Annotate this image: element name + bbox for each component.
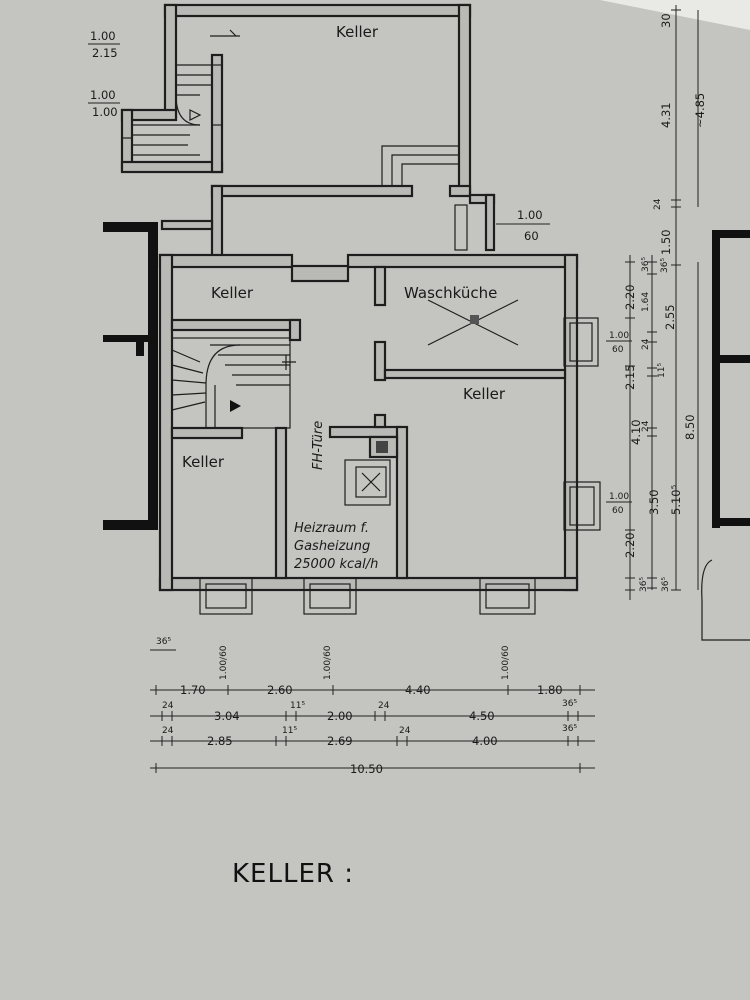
bottom-window-mark-2: 1.00/60 — [323, 645, 333, 680]
window-mark-top-left-b: 1.00 1.00 — [88, 88, 120, 119]
svg-text:36⁵: 36⁵ — [661, 577, 671, 592]
svg-text:24: 24 — [378, 701, 390, 711]
svg-text:3.50: 3.50 — [647, 489, 661, 515]
bottom-window-mark-3: 1.00/60 — [501, 645, 511, 680]
svg-text:36⁵: 36⁵ — [562, 724, 577, 734]
svg-text:4.40: 4.40 — [405, 683, 431, 697]
svg-text:2.55: 2.55 — [663, 304, 677, 330]
svg-text:2.15: 2.15 — [92, 46, 118, 60]
svg-text:8.50: 8.50 — [683, 414, 697, 440]
room-label-keller-right: Keller — [463, 385, 506, 403]
window-mark-right-upper: 1.00 60 — [606, 331, 632, 355]
room-label-heizraum-1: Heizraum f. — [294, 521, 369, 536]
door-label-fh-tuere: FH-Türe — [311, 421, 326, 470]
svg-text:24: 24 — [399, 726, 411, 736]
svg-text:36⁵: 36⁵ — [660, 258, 670, 273]
right-dim-outer: 30 4.31 ~4.85 24 1.50 8.50 — [653, 5, 707, 591]
floor-drain-symbol — [427, 299, 519, 346]
right-dim-inner: 2.20 36⁵ 2.15 2.20 36⁵ — [623, 255, 651, 600]
room-label-keller-left-lower: Keller — [182, 453, 225, 471]
svg-text:36⁵: 36⁵ — [156, 637, 171, 647]
svg-text:11⁵: 11⁵ — [282, 726, 297, 736]
svg-text:5.10⁵: 5.10⁵ — [669, 484, 683, 515]
svg-text:10.50: 10.50 — [350, 762, 383, 776]
svg-text:60: 60 — [612, 345, 624, 355]
svg-text:2.00: 2.00 — [327, 709, 353, 723]
paper-corner — [600, 0, 750, 30]
svg-text:60: 60 — [524, 229, 539, 243]
svg-text:1.00: 1.00 — [609, 492, 629, 502]
svg-text:1.00: 1.00 — [517, 208, 543, 222]
svg-text:36⁵: 36⁵ — [639, 577, 649, 592]
svg-text:36⁵: 36⁵ — [562, 699, 577, 709]
neighbour-building-right — [701, 230, 750, 641]
svg-text:1.00: 1.00 — [90, 29, 116, 43]
svg-text:36⁵: 36⁵ — [641, 257, 651, 272]
svg-text:24: 24 — [641, 420, 651, 432]
svg-text:2.15: 2.15 — [623, 364, 637, 390]
svg-text:30: 30 — [659, 13, 673, 28]
svg-text:2.69: 2.69 — [327, 734, 353, 748]
neighbour-building-left — [103, 222, 158, 530]
bottom-window-mark-1: 1.00/60 — [219, 645, 229, 680]
svg-text:~4.85: ~4.85 — [693, 93, 707, 128]
svg-text:4.50: 4.50 — [469, 709, 495, 723]
svg-text:60: 60 — [612, 506, 624, 516]
room-label-waschkueche: Waschküche — [404, 284, 497, 302]
window-mark-top-left-a: 1.00 2.15 — [88, 29, 120, 60]
svg-text:1.00: 1.00 — [92, 105, 118, 119]
svg-text:2.60: 2.60 — [267, 683, 293, 697]
window-mark-right-lower: 1.00 60 — [606, 492, 632, 516]
upper-annex-walls — [120, 3, 496, 268]
svg-text:1.00: 1.00 — [90, 88, 116, 102]
window-mark-mid: 1.00 60 — [496, 208, 550, 243]
light-wells — [199, 317, 601, 615]
svg-text:2.20: 2.20 — [623, 284, 637, 310]
dim-row-1: 1.70 2.60 4.40 1.80 — [150, 683, 595, 697]
svg-text:24: 24 — [641, 338, 651, 350]
dim-row-0: 36⁵ — [150, 637, 176, 651]
svg-text:4.10: 4.10 — [629, 419, 643, 445]
svg-text:1.00: 1.00 — [609, 331, 629, 341]
svg-text:2.20: 2.20 — [623, 532, 637, 558]
main-building-walls — [158, 253, 579, 592]
svg-text:1.70: 1.70 — [180, 683, 206, 697]
svg-text:3.04: 3.04 — [214, 709, 240, 723]
svg-text:4.00: 4.00 — [472, 734, 498, 748]
dim-row-3: 24 2.85 11⁵ 2.69 24 4.00 36⁵ — [150, 724, 595, 748]
svg-text:1.50: 1.50 — [659, 229, 673, 255]
plan-title: KELLER : — [232, 859, 354, 889]
boiler-symbol — [344, 459, 391, 506]
svg-text:11⁵: 11⁵ — [657, 363, 667, 378]
right-dim-mid: 36⁵ 1.64 2.55 24 11⁵ 4.10 24 3.50 5.10⁵ … — [629, 255, 683, 592]
dim-row-2: 24 3.04 11⁵ 2.00 24 4.50 36⁵ — [150, 699, 595, 723]
svg-text:1.80: 1.80 — [537, 683, 563, 697]
room-label-heizraum-3: 25000 kcal/h — [294, 557, 378, 572]
room-label-heizraum-2: Gasheizung — [294, 539, 370, 554]
room-label-keller-top: Keller — [336, 23, 379, 41]
main-staircase — [171, 337, 296, 429]
room-label-keller-left-upper: Keller — [211, 284, 254, 302]
svg-text:24: 24 — [653, 198, 663, 210]
dim-total: 10.50 — [150, 762, 595, 776]
svg-text:4.31: 4.31 — [659, 102, 673, 128]
svg-text:2.85: 2.85 — [207, 734, 233, 748]
svg-text:11⁵: 11⁵ — [290, 701, 305, 711]
svg-text:1.64: 1.64 — [641, 292, 651, 312]
svg-text:24: 24 — [162, 726, 174, 736]
svg-text:24: 24 — [162, 701, 174, 711]
upper-staircase — [122, 64, 223, 156]
